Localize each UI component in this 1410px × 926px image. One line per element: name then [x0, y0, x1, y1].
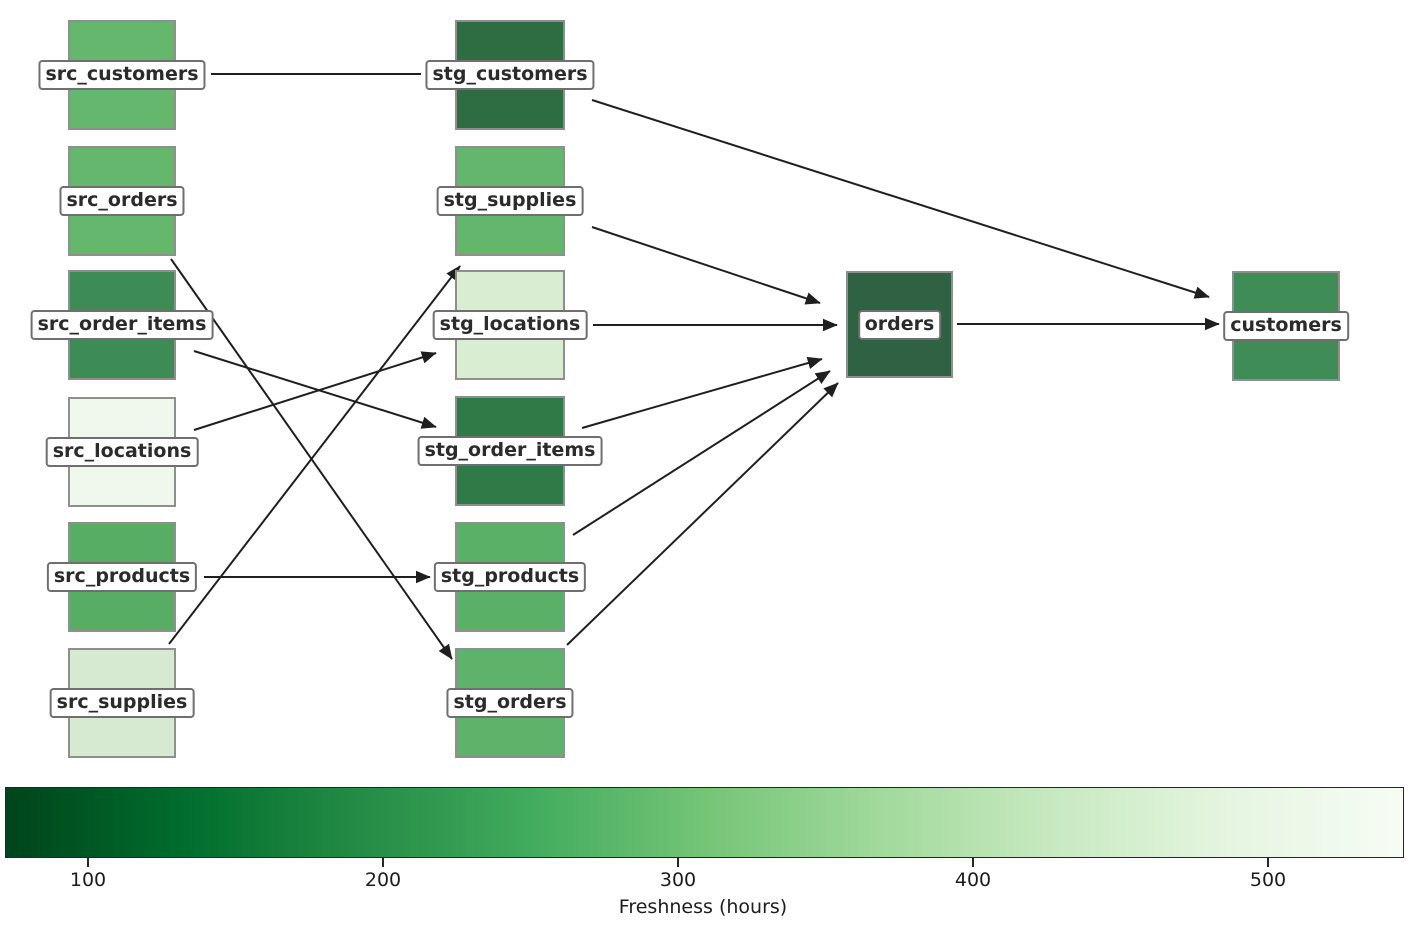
node-label-customers: customers — [1223, 311, 1349, 341]
node-label-src_products: src_products — [46, 562, 198, 592]
node-label-src_locations: src_locations — [45, 437, 199, 467]
colorbar-tick-label-300: 300 — [659, 869, 697, 891]
colorbar-tick-200 — [382, 858, 384, 867]
node-label-orders: orders — [857, 309, 942, 340]
node-label-stg_locations: stg_locations — [432, 310, 588, 340]
colorbar-tick-label-100: 100 — [69, 869, 107, 891]
edge-stg_orders-to-orders — [566, 382, 839, 646]
node-label-src_order_items: src_order_items — [30, 310, 214, 340]
colorbar-gradient — [5, 787, 1404, 858]
colorbar-tick-100 — [87, 858, 89, 867]
colorbar-tick-500 — [1267, 858, 1269, 867]
edge-stg_order_items-to-orders — [581, 356, 823, 429]
colorbar-tick-label-200: 200 — [364, 869, 402, 891]
node-label-stg_customers: stg_customers — [425, 60, 595, 90]
colorbar-axis-label: Freshness (hours) — [618, 896, 788, 918]
node-label-stg_products: stg_products — [433, 562, 587, 592]
colorbar-tick-label-400: 400 — [954, 869, 992, 891]
edge-stg_supplies-to-orders — [591, 226, 821, 305]
edge-src_supplies-to-stg_supplies — [168, 265, 461, 645]
edge-src_locations-to-stg_locations — [193, 351, 437, 431]
node-label-stg_order_items: stg_order_items — [417, 436, 603, 466]
node-label-src_customers: src_customers — [38, 60, 206, 90]
node-label-src_supplies: src_supplies — [49, 688, 195, 718]
edge-stg_customers-to-customers — [591, 99, 1210, 299]
colorbar-tick-300 — [677, 858, 679, 867]
colorbar-tick-400 — [972, 858, 974, 867]
edge-src_order_items-to-stg_order_items — [193, 350, 437, 429]
node-label-stg_orders: stg_orders — [446, 688, 574, 718]
colorbar-tick-label-500: 500 — [1249, 869, 1287, 891]
node-label-src_orders: src_orders — [59, 186, 185, 216]
node-label-stg_supplies: stg_supplies — [436, 186, 584, 216]
edge-stg_products-to-orders — [572, 370, 831, 536]
